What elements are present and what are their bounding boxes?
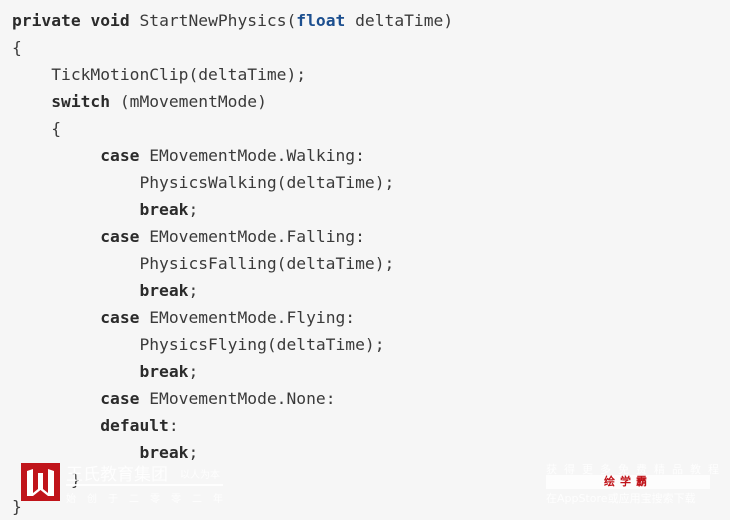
- code-text: TickMotionClip(deltaTime);: [51, 65, 307, 84]
- wangshi-logo: [21, 463, 60, 501]
- code-text: :: [168, 416, 179, 435]
- code-block: private void StartNewPhysics(float delta…: [12, 7, 453, 520]
- code-keyword: case: [100, 227, 140, 246]
- watermark-divider: [66, 484, 223, 486]
- code-text: EMovementMode.Falling:: [139, 227, 365, 246]
- code-text: ;: [188, 281, 199, 300]
- code-text: PhysicsWalking(deltaTime);: [139, 173, 395, 192]
- watermark-download-hint: 在AppStore或应用宝搜索下载: [546, 492, 696, 505]
- code-keyword: break: [139, 200, 189, 219]
- code-text: PhysicsFlying(deltaTime);: [139, 335, 385, 354]
- code-line: case EMovementMode.Flying:: [12, 304, 453, 331]
- code-text: ;: [188, 443, 199, 462]
- code-text: deltaTime): [345, 11, 454, 30]
- code-keyword: break: [139, 281, 189, 300]
- code-line: private void StartNewPhysics(float delta…: [12, 7, 453, 34]
- code-keyword: case: [100, 146, 140, 165]
- code-text: {: [12, 38, 22, 57]
- code-line: case EMovementMode.Walking:: [12, 142, 453, 169]
- code-line: {: [12, 34, 453, 61]
- code-keyword: void: [90, 11, 130, 30]
- code-keyword: break: [139, 443, 189, 462]
- code-text: EMovementMode.None:: [139, 389, 336, 408]
- code-line: }: [12, 493, 453, 520]
- code-text: [81, 11, 91, 30]
- code-keyword: case: [100, 308, 140, 327]
- code-text: }: [70, 470, 81, 489]
- watermark-since: 始创于二零零二年: [66, 494, 234, 505]
- code-text: ;: [188, 200, 199, 219]
- code-text: {: [51, 119, 62, 138]
- code-keyword: private: [12, 11, 81, 30]
- code-line: }: [12, 466, 453, 493]
- code-keyword: float: [296, 11, 346, 30]
- code-keyword: break: [139, 362, 189, 381]
- watermark-slogan: 以人为本: [180, 470, 220, 481]
- code-line: switch (mMovementMode): [12, 88, 453, 115]
- watermark-promo: 获得更多免费精品教程: [546, 463, 726, 476]
- code-text: (mMovementMode): [110, 92, 267, 111]
- code-keyword: case: [100, 389, 140, 408]
- code-text: ;: [188, 362, 199, 381]
- logo-w-icon: [27, 469, 54, 496]
- code-line: break;: [12, 277, 453, 304]
- code-line: PhysicsFalling(deltaTime);: [12, 250, 453, 277]
- code-line: case EMovementMode.Falling:: [12, 223, 453, 250]
- code-line: break;: [12, 358, 453, 385]
- code-line: case EMovementMode.None:: [12, 385, 453, 412]
- code-line: default:: [12, 412, 453, 439]
- watermark-app-name: 绘学霸: [546, 475, 710, 489]
- code-keyword: switch: [51, 92, 111, 111]
- code-text: StartNewPhysics(: [129, 11, 297, 30]
- code-text: }: [12, 497, 22, 516]
- code-line: {: [12, 115, 453, 142]
- code-keyword: default: [100, 416, 169, 435]
- code-line: break;: [12, 196, 453, 223]
- code-line: break;: [12, 439, 453, 466]
- code-text: EMovementMode.Flying:: [139, 308, 356, 327]
- code-text: EMovementMode.Walking:: [139, 146, 365, 165]
- code-text: PhysicsFalling(deltaTime);: [139, 254, 395, 273]
- watermark-brand: 王氏教育集团: [66, 465, 168, 485]
- code-line: TickMotionClip(deltaTime);: [12, 61, 453, 88]
- code-line: PhysicsWalking(deltaTime);: [12, 169, 453, 196]
- code-line: PhysicsFlying(deltaTime);: [12, 331, 453, 358]
